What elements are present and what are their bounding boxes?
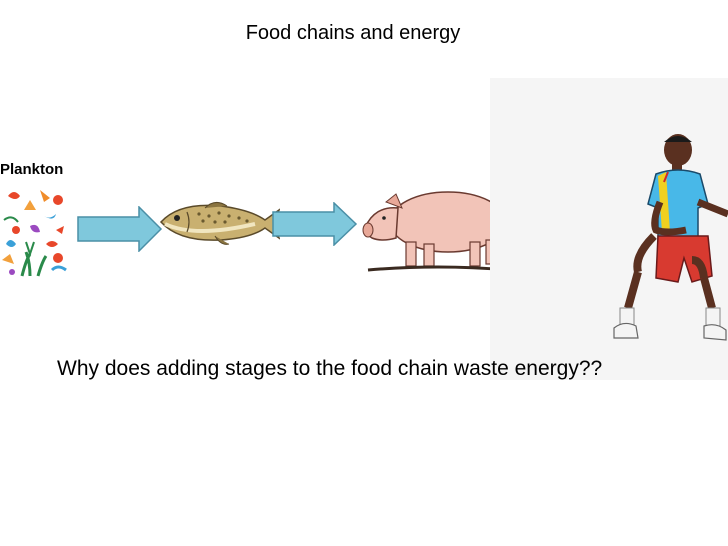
plankton-icon — [0, 186, 72, 278]
arrow-right-icon — [77, 206, 163, 252]
page-title: Food chains and energy — [245, 22, 461, 44]
arrow-right-icon — [272, 202, 358, 246]
plankton-label: Plankton — [0, 161, 64, 178]
human-icon — [612, 132, 728, 348]
question-text: Why does adding stages to the food chain… — [57, 357, 603, 380]
fish-icon — [155, 196, 280, 248]
